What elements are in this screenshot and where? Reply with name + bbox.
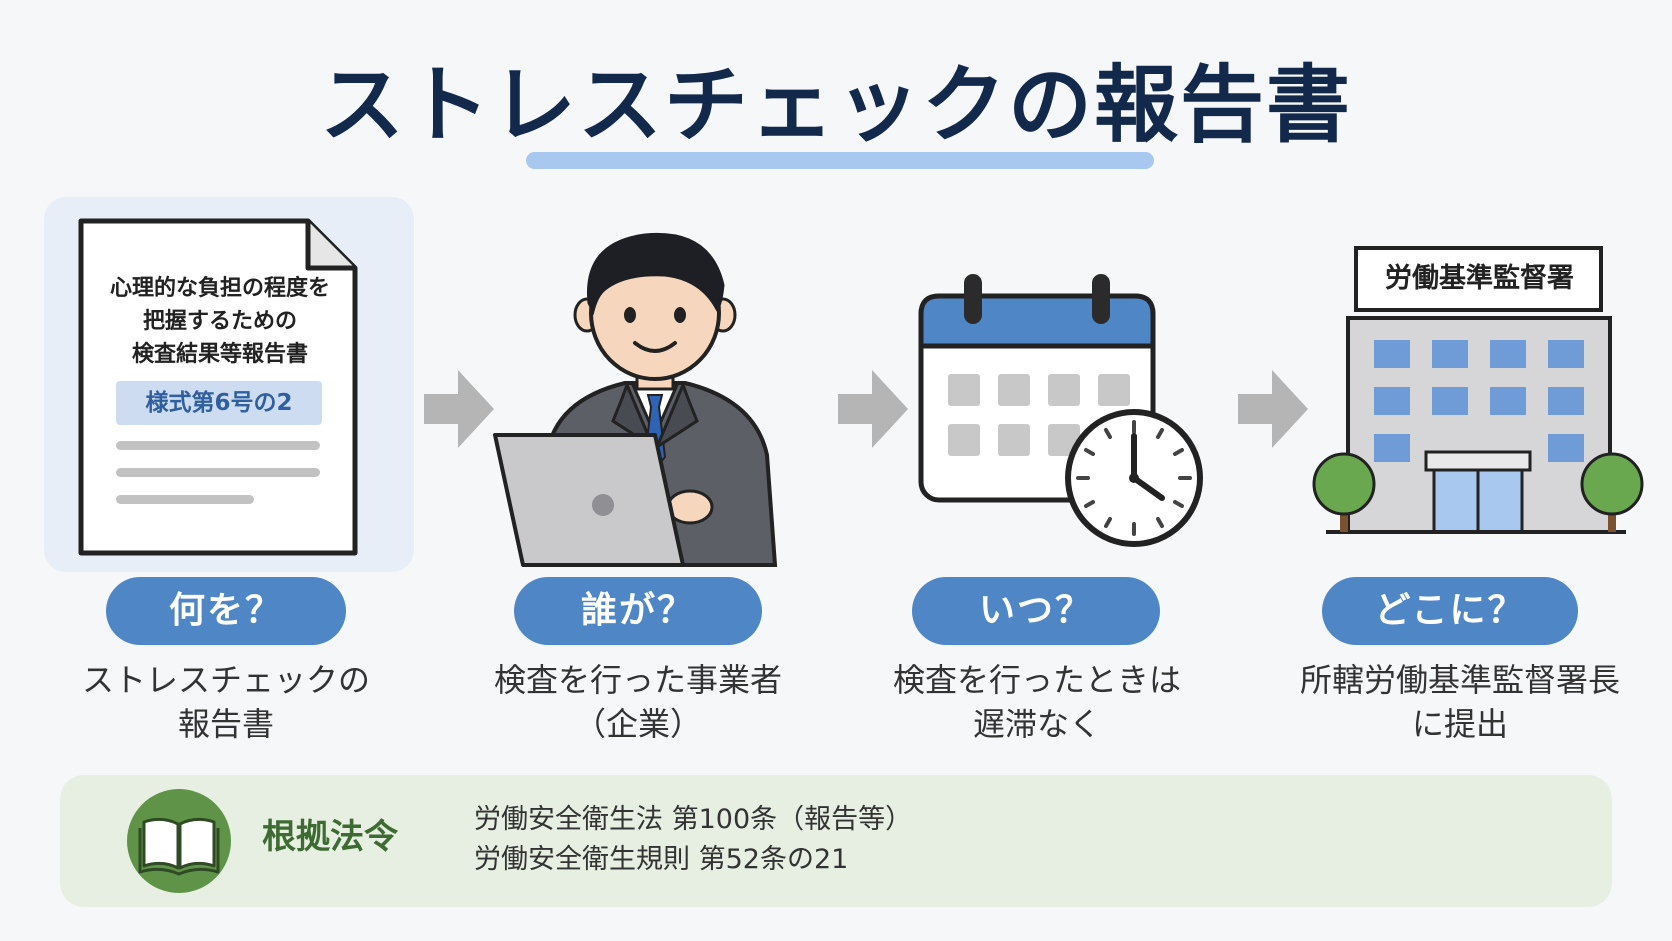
step-desc-what-line-1: ストレスチェックの (81, 661, 370, 699)
office-building-icon (1312, 246, 1644, 534)
document-line-3: 検査結果等報告書 (131, 342, 308, 367)
title-underline (526, 152, 1154, 169)
calendar-clock-icon (918, 274, 1203, 547)
step-desc-when: 検査を行ったときは 遅滞なく (862, 658, 1212, 746)
step-desc-when-line-2: 遅滞なく (972, 705, 1101, 743)
document-line-2: 把握するための (142, 309, 297, 334)
step-desc-where: 所轄労働基準監督署長 に提出 (1260, 658, 1660, 746)
businessman-laptop-icon (493, 232, 778, 567)
document-title: 心理的な負担の程度を 把握するための 検査結果等報告書 (82, 272, 358, 371)
step-desc-where-line-2: に提出 (1411, 705, 1508, 743)
step-desc-who: 検査を行った事業者 （企業） (458, 658, 818, 746)
step-desc-who-line-1: 検査を行った事業者 (493, 661, 782, 699)
open-book-icon (127, 789, 231, 893)
law-line-1: 労働安全衛生法 第100条（報告等） (474, 804, 913, 835)
document-line-1: 心理的な負担の程度を (109, 276, 330, 301)
step-desc-where-line-1: 所轄労働基準監督署長 (1299, 661, 1620, 699)
arrow-right-icon-1 (424, 370, 494, 448)
law-line-2: 労働安全衛生規則 第52条の21 (474, 844, 849, 875)
step-desc-who-line-2: （企業） (573, 705, 702, 743)
step-label-who: 誰が？ (514, 577, 762, 645)
step-label-when: いつ？ (912, 577, 1160, 645)
arrow-right-icon-2 (838, 370, 908, 448)
page-title: ストレスチェックの報告書 (319, 56, 1352, 154)
legal-basis-lines: 労働安全衛生法 第100条（報告等） 労働安全衛生規則 第52条の21 (474, 800, 912, 880)
legal-basis-panel (60, 775, 1612, 907)
step-desc-when-line-1: 検査を行ったときは (892, 661, 1181, 699)
step-label-what: 何を？ (106, 577, 346, 645)
legal-basis-label: 根拠法令 (262, 817, 398, 857)
building-sign: 労働基準監督署 (1385, 263, 1574, 294)
form-number-badge: 様式第6号の2 (116, 381, 322, 425)
arrow-right-icon-3 (1238, 370, 1308, 448)
step-desc-what: ストレスチェックの 報告書 (56, 658, 396, 746)
step-desc-what-line-2: 報告書 (177, 705, 274, 743)
step-label-where: どこに？ (1322, 577, 1578, 645)
